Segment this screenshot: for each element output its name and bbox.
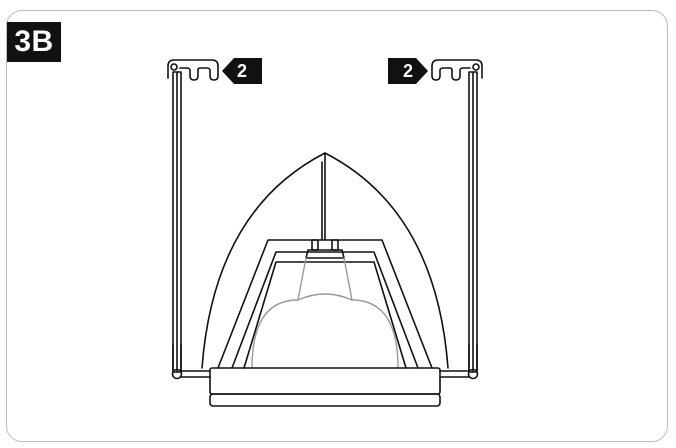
callout-right-label: 2 [402,60,413,81]
instruction-panel [6,10,668,442]
inner-frame [243,261,407,369]
left-side-rod [167,59,219,380]
canopy-dome [201,152,449,369]
middle-frame [217,239,433,369]
callout-left: 2 [222,58,262,84]
step-badge: 3B [7,22,61,62]
seat-cushion [251,257,399,369]
base-tray [209,367,441,407]
callout-right: 2 [388,58,428,84]
left-arrow-icon [222,58,262,84]
right-side-rod [431,59,483,380]
center-connector [305,239,345,259]
right-arrow-icon [388,58,428,84]
callout-left-label: 2 [236,60,247,81]
